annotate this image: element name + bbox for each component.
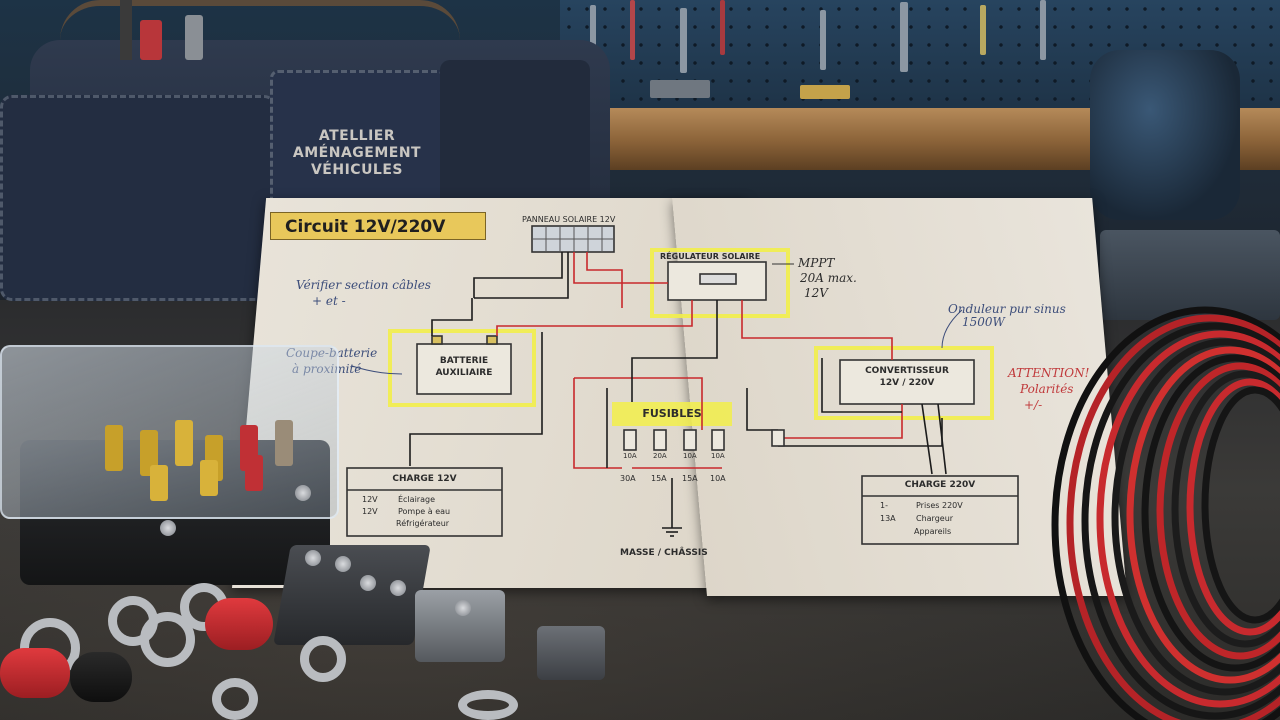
bag-label-line1: ATELLIER [318, 128, 396, 144]
bench-vise [1090, 50, 1240, 220]
note-warning-3: +/- [1024, 398, 1043, 412]
regulator-note-1: MPPT [798, 256, 835, 270]
load220-title: CHARGE 220V [904, 480, 976, 490]
regulator-label: RÉGULATEUR SOLAIRE [660, 252, 761, 261]
fuse-rating-2: 15A [651, 474, 667, 483]
load220-row1-label: Prises 220V [916, 501, 963, 510]
load12-row1-voltage: 12V [362, 495, 378, 504]
converter-box [839, 359, 975, 405]
load12-box [346, 467, 503, 537]
bag-label-line3: VÉHICULES [310, 162, 404, 178]
bag-label-line2: AMÉNAGEMENT [292, 145, 422, 161]
battery-highlight [388, 329, 536, 407]
red-black-cable-coil [1051, 306, 1280, 720]
ring-terminal [212, 678, 258, 720]
terminal-block [273, 545, 431, 645]
load220-box [861, 475, 1019, 545]
fuse-rating-4: 10A [710, 474, 726, 483]
load12-row1-label: Éclairage [398, 495, 435, 504]
load12-row2-voltage: 12V [362, 507, 378, 516]
load12-title: CHARGE 12V [392, 474, 457, 484]
load220-row2-label: Chargeur [916, 514, 954, 523]
note-warning-2: Polarités [1020, 382, 1074, 396]
load220-row1-voltage: 1- [880, 501, 888, 510]
load12-row3-label: Réfrigérateur [396, 519, 450, 528]
red-crimp-sleeve [205, 598, 273, 650]
bag-embroidered-label: ATELLIER AMÉNAGEMENT VÉHICULES [282, 128, 432, 179]
battery-box [416, 343, 512, 395]
fuse-small-1: 10A [623, 452, 637, 460]
note-cable-1: Vérifier section câbles [296, 278, 431, 292]
fuses-highlight [612, 402, 732, 426]
fuse-small-4: 10A [711, 452, 725, 460]
metal-case [1100, 230, 1280, 320]
metal-spacer [537, 626, 605, 680]
solar-panel-label: PANNEAU SOLAIRE 12V [522, 215, 616, 224]
load220-row3-label: Appareils [914, 527, 952, 536]
diagram-title: Circuit 12V/220V [270, 212, 486, 240]
fuse-small-2: 20A [653, 452, 667, 460]
load220-row2-voltage: 13A [880, 514, 896, 523]
washer [458, 690, 518, 720]
fuse-rating-3: 15A [682, 474, 698, 483]
note-cable-2: + et - [312, 294, 346, 308]
regulator-note-3: 12V [804, 286, 828, 300]
ring-terminal [300, 636, 346, 682]
converter-label: CONVERTISSEUR 12V / 220V [865, 366, 949, 388]
wiring-diagram-lines [346, 225, 1019, 545]
ground-label: MASSE / CHÂSSIS [620, 548, 708, 558]
red-crimp-sleeve [0, 648, 70, 698]
converter-highlight [814, 346, 994, 420]
fuse-small-3: 10A [683, 452, 697, 460]
note-warning-1: ATTENTION! [1008, 366, 1090, 380]
note-inverter-1: Onduleur pur sinus [948, 302, 1066, 316]
regulator-note-2: 20A max. [800, 271, 857, 285]
fuses-label: FUSIBLES [642, 407, 702, 420]
fuse-rating-1: 30A [620, 474, 636, 483]
black-crimp-sleeve [70, 652, 132, 702]
transparent-fuse-box [0, 0, 340, 600]
note-inverter-2: 1500W [962, 315, 1005, 329]
load12-row2-label: Pompe à eau [398, 507, 451, 516]
battery-label: BATTERIE AUXILIAIRE [435, 356, 493, 378]
ring-terminal [140, 612, 195, 667]
